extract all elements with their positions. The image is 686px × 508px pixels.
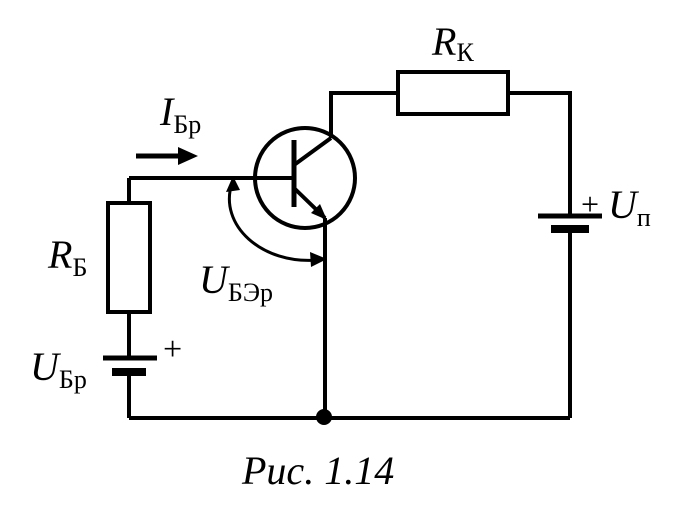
voltage-arc <box>226 176 327 267</box>
label-rb: RБ <box>47 232 87 282</box>
battery-up <box>538 213 602 233</box>
current-arrowhead-icon <box>178 147 198 165</box>
battery-ubr <box>103 355 157 376</box>
current-arrow <box>136 147 198 165</box>
label-ubr-plus: + <box>163 331 182 368</box>
transistor-circle <box>253 126 357 230</box>
resistor-rb <box>106 201 152 314</box>
label-ibr: IБр <box>159 89 201 139</box>
label-rk: RК <box>431 19 474 67</box>
resistor-rk <box>396 70 510 116</box>
emitter-arrowhead-icon <box>311 204 327 220</box>
junction-dot <box>316 409 332 425</box>
transistor <box>253 126 357 230</box>
right-wire-top <box>508 91 572 215</box>
transistor-collector-lead <box>292 136 333 167</box>
label-ubr: UБр <box>30 344 87 394</box>
label-up: Uп <box>608 182 651 232</box>
arc-arrowhead-top-icon <box>226 176 240 192</box>
figure-caption: Рис. 1.14 <box>241 448 394 493</box>
arc-arrowhead-right-icon <box>310 252 327 267</box>
label-ube: UБЭр <box>199 257 273 307</box>
wires <box>127 91 572 420</box>
label-up-plus: + <box>581 186 599 222</box>
collector-wire <box>329 91 398 138</box>
